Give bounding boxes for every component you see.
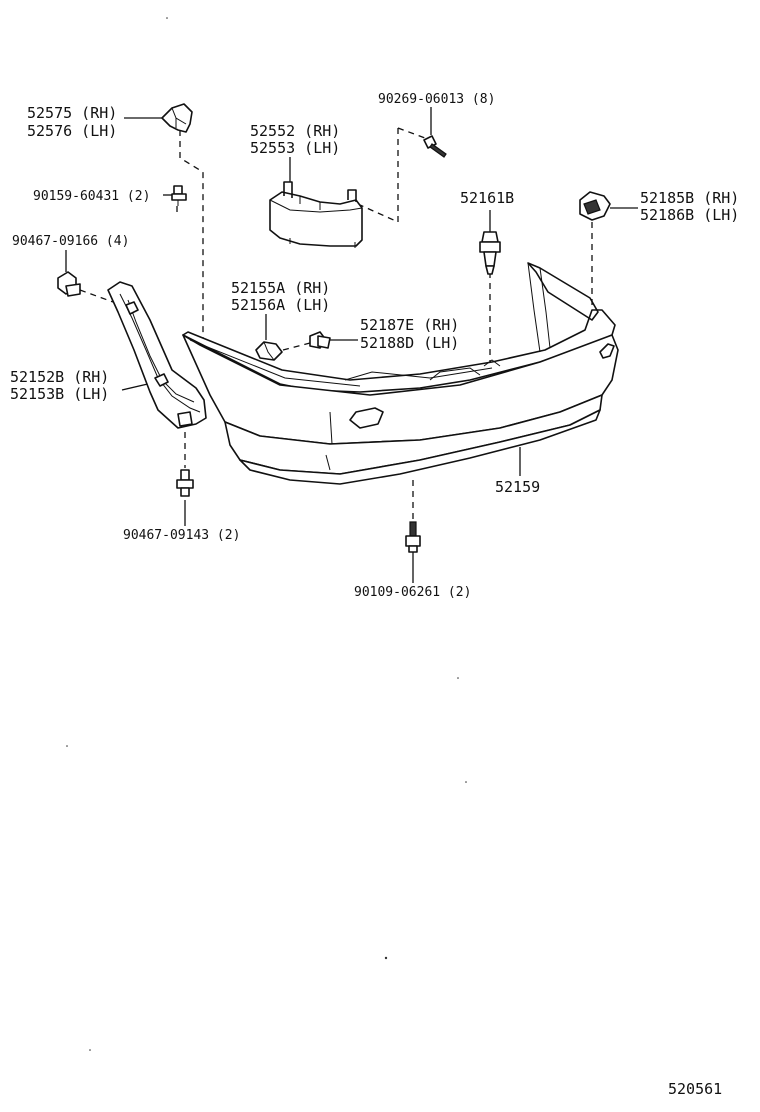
label-90467-09166[interactable]: 90467-09166 (4) [12, 234, 129, 249]
bolt-90269[interactable] [423, 135, 447, 158]
clip-52187e[interactable] [309, 331, 331, 349]
label-52186b-lh[interactable]: 52186B (LH) [640, 206, 739, 224]
label-52155a-rh[interactable]: 52155A (RH) [231, 279, 330, 297]
label-52187e-rh[interactable]: 52187E (RH) [360, 316, 459, 334]
clip-52161b[interactable] [479, 231, 501, 275]
label-90159-60431[interactable]: 90159-60431 (2) [33, 189, 150, 204]
clip-52185b[interactable] [579, 191, 611, 221]
label-52152b-rh[interactable]: 52152B (RH) [10, 368, 109, 386]
bolt-90109-06261[interactable] [405, 521, 421, 553]
bracket-52575[interactable] [161, 103, 193, 133]
bumper-retainer[interactable] [269, 181, 363, 248]
label-52575-rh[interactable]: 52575 (RH) [27, 104, 117, 122]
diagram-id: 520561 [668, 1080, 722, 1098]
side-mud-guard[interactable] [107, 281, 207, 429]
label-52156a-lh[interactable]: 52156A (LH) [231, 296, 330, 314]
label-52159[interactable]: 52159 [495, 478, 540, 496]
screw-90159[interactable] [171, 185, 187, 206]
scan-specks [66, 17, 467, 1051]
label-52552-rh[interactable]: 52552 (RH) [250, 122, 340, 140]
label-90467-09143[interactable]: 90467-09143 (2) [123, 528, 240, 543]
label-52153b-lh[interactable]: 52153B (LH) [10, 385, 109, 403]
label-52576-lh[interactable]: 52576 (LH) [27, 122, 117, 140]
nut-90467-09166[interactable] [57, 271, 81, 297]
label-90269-06013[interactable]: 90269-06013 (8) [378, 92, 495, 107]
screw-90467-09143[interactable] [176, 469, 194, 497]
label-52553-lh[interactable]: 52553 (LH) [250, 139, 340, 157]
label-52161b[interactable]: 52161B [460, 189, 514, 207]
assembly-dashed-lines [79, 127, 593, 522]
bracket-52155a[interactable] [255, 341, 283, 361]
label-52188d-lh[interactable]: 52188D (LH) [360, 334, 459, 352]
label-90109-06261[interactable]: 90109-06261 (2) [354, 585, 471, 600]
label-52185b-rh[interactable]: 52185B (RH) [640, 189, 739, 207]
bumper-cover[interactable] [182, 262, 619, 485]
